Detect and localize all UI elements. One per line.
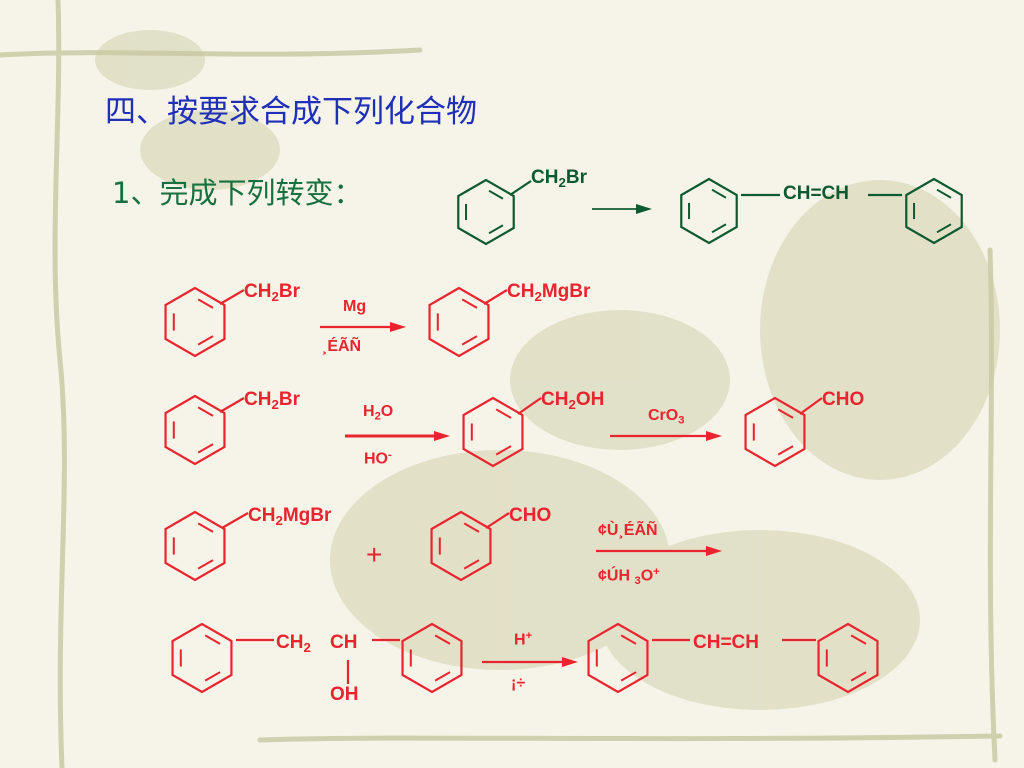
step2-product-benzene-ring (744, 396, 806, 468)
step3-reactant2-benzene-ring (430, 510, 492, 582)
step3-arrow-head (706, 546, 722, 556)
step4-arrow-head (562, 657, 578, 667)
step4-ch2-group: CH2 (276, 632, 311, 655)
step2-reagent2: CrO3 (648, 407, 685, 427)
step4-oh-group: OH (330, 684, 359, 705)
step2-reagent-bottom: HO- (364, 449, 392, 468)
target-product-benzene-ring-right (905, 177, 963, 245)
step4-reactant-benzene-ring-left (171, 622, 233, 694)
step2-intermediate-group: CH2OH (541, 389, 605, 412)
step2-product-group: CHO (822, 389, 865, 410)
step1-product-bond (483, 289, 508, 305)
step4-ch-group: CH (330, 632, 358, 653)
step3-reagent-top: ¢Ù¸ÉÃÑ (598, 522, 658, 539)
slide-title: 四、按要求合成下列化合物 (105, 94, 477, 130)
step3-reactant2-group: CHO (509, 505, 552, 526)
step3-reactant-bond (221, 512, 249, 529)
target-start-bond (509, 180, 532, 196)
step2-reactant-benzene-ring (164, 394, 226, 466)
step1-reactant-group: CH2Br (244, 281, 300, 304)
step2-reactant-bond (219, 397, 245, 413)
step1-product-benzene-ring (428, 286, 490, 358)
step4-reagent-top: H+ (514, 630, 533, 649)
target-arrow-head (636, 204, 652, 214)
step1-reagent-top: Mg (343, 298, 367, 315)
step2-product-bond (799, 397, 823, 415)
step3-reactant-benzene-ring (164, 510, 226, 582)
plus-sign: + (366, 539, 383, 570)
step1-reactant-bond (219, 289, 245, 305)
target-start-group: CH2Br (531, 167, 587, 190)
step4-reagent-bottom: ¡÷ (511, 675, 526, 692)
step2-reactant-group: CH2Br (244, 389, 300, 412)
step3-reactant-group: CH2MgBr (248, 505, 332, 528)
target-product-group: CH=CH (783, 183, 849, 204)
step4-product-group: CH=CH (693, 632, 759, 653)
step2-reagent-top: H2O (363, 403, 394, 423)
step2-intermediate-bond (517, 397, 542, 415)
step4-product-benzene-ring-left (587, 622, 649, 694)
step4-reactant-benzene-ring-right (401, 622, 463, 694)
step3-reagent-bottom: ¢ÚH 3O+ (598, 566, 660, 587)
subtitle: 1、完成下列转变： (112, 176, 363, 210)
step1-arrow-head (390, 322, 406, 332)
step2-arrow-1-head (434, 431, 450, 441)
target-start-benzene-ring (457, 178, 515, 246)
step1-product-group: CH2MgBr (507, 281, 591, 304)
step2-arrow-2-head (706, 431, 722, 441)
step1-reactant-benzene-ring (164, 286, 226, 358)
step3-reactant2-bond (485, 512, 510, 529)
step2-intermediate-benzene-ring (462, 396, 524, 468)
step1-reagent-bottom: ¸ÉÃÑ (322, 338, 362, 355)
target-product-benzene-ring-left (680, 177, 738, 245)
step4-product-benzene-ring-right (817, 622, 879, 694)
